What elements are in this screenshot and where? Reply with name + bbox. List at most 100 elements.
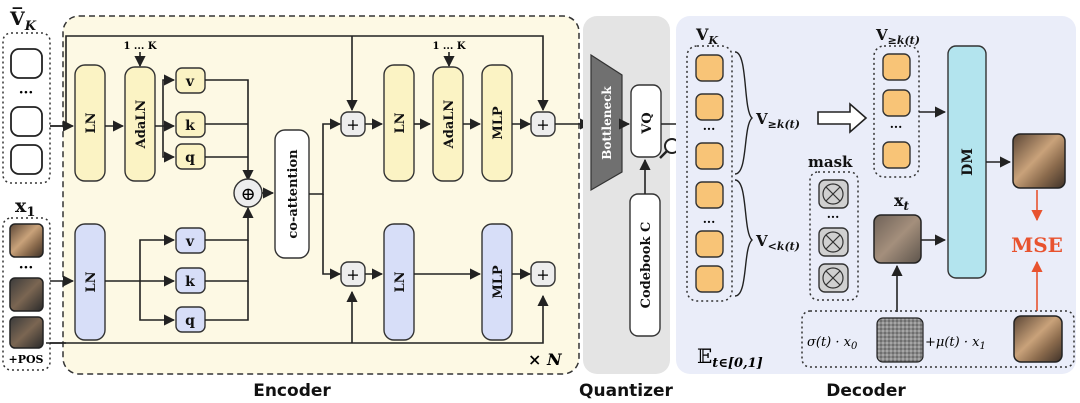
mask-token-2 (818, 227, 849, 257)
decoder-token-3 (695, 142, 724, 170)
mask-token-3 (818, 263, 849, 293)
lower-brace (734, 179, 754, 297)
bottleneck-block (590, 53, 623, 192)
adaln-cond-label-1: 1 ... K (123, 41, 156, 52)
adaln-to-q-arrow (162, 126, 176, 163)
plus-label-top-2: + (536, 115, 549, 134)
formula-left: σ(t) · x0 (807, 335, 858, 352)
ln-label-top-1: LN (84, 112, 99, 133)
vk-token-3 (10, 144, 43, 175)
decoder-token-1 (695, 54, 724, 82)
coattention-to-top-plus (309, 118, 342, 195)
plus-label-top-1: + (346, 115, 359, 134)
noise-image (876, 317, 924, 363)
vq-block (630, 84, 662, 158)
mask-label: mask (808, 153, 853, 171)
mask-frame (809, 171, 859, 301)
mse-label: MSE (1011, 233, 1063, 257)
mlp-block-top (481, 64, 513, 182)
decoder-section-label: Decoder (826, 381, 906, 401)
ln-label-bottom-2: LN (393, 271, 408, 292)
formula-right: +μ(t) · x1 (925, 335, 986, 352)
bottom-residual-line (46, 294, 549, 344)
bottleneck-label: Bottleneck (600, 86, 614, 160)
q-label-top: q (185, 150, 195, 166)
ln-label-top-2: LN (393, 112, 408, 133)
expectation-label: 𝔼t∈[0,1] (697, 344, 763, 371)
pos-label: +POS (8, 353, 43, 366)
decoder-token-2 (695, 93, 724, 121)
plus-label-bottom-2: + (536, 265, 549, 284)
top-v-dots: ··· (890, 120, 903, 134)
top-v-ge-label: V≥k(t) (875, 26, 920, 47)
decoder-vk-label: VK (695, 25, 718, 47)
quantizer-section-label: Quantizer (579, 381, 674, 401)
q-bottom-to-concat (205, 281, 249, 321)
v-ge-kt-label: V≥k(t) (755, 110, 800, 131)
coattention-to-bottom-plus (322, 194, 342, 280)
mlp-label-top: MLP (491, 106, 506, 140)
vk-token-1 (10, 48, 43, 79)
v-top-to-concat (205, 79, 254, 182)
ln-to-q-bottom (139, 281, 176, 326)
target-image (1013, 315, 1063, 363)
v-label-top: v (185, 74, 195, 90)
xt-noisy-image (873, 214, 922, 264)
top-residual-line (65, 35, 549, 126)
mlp-label-bottom: MLP (491, 265, 506, 299)
vk-input-dots: ··· (19, 85, 34, 101)
decoder-token-4 (695, 181, 724, 209)
decoder-token-5 (695, 230, 724, 258)
top-v-token-2 (882, 89, 911, 117)
encoder-section: Encoder × N LN 1 ... K AdaLN v k q ⊕ (46, 15, 592, 401)
x1-patch-image-1 (9, 223, 44, 258)
ln-block-bottom-1 (74, 223, 106, 341)
coattention-label: co-attention (286, 149, 301, 239)
plus-block-bottom-2 (530, 261, 556, 287)
magnifier-handle (659, 150, 668, 159)
x1-input-dots: ··· (19, 260, 34, 276)
top-v-token-1 (882, 53, 911, 81)
quantizer-section: Quantizer Bottleneck VQ Codebook C (579, 16, 690, 401)
k-label-top: k (185, 118, 195, 134)
ln-to-v-bottom (139, 234, 176, 281)
ln-block-top-2 (383, 64, 415, 182)
vk-input-label: V̅K (9, 8, 37, 34)
v-lt-kt-label: V<k(t) (755, 232, 800, 253)
decoder-token-dots-1: ··· (703, 122, 716, 136)
q-label-bottom: q (185, 313, 195, 329)
vk-input-group: V̅K ··· (2, 8, 51, 184)
adaln-to-v-arrow (162, 74, 176, 126)
codebook-label: Codebook C (639, 222, 654, 309)
mask-token-1 (818, 179, 849, 209)
vk-token-2 (10, 106, 43, 137)
hollow-arrow-icon (817, 102, 868, 134)
x1-input-label: x1 (15, 195, 35, 220)
adaln-block-1 (124, 66, 156, 182)
dm-label: DM (960, 148, 976, 176)
dm-output-image (1012, 133, 1066, 189)
x1-input-frame (2, 217, 51, 371)
adaln-label-1: AdaLN (134, 100, 149, 150)
top-v-token-3 (882, 141, 911, 169)
vq-label: VQ (640, 112, 655, 134)
decoder-token-6 (695, 265, 724, 293)
x1-patch-image-2 (9, 277, 44, 312)
vk-input-frame (2, 32, 51, 184)
repeat-n-label: × N (528, 350, 563, 369)
decoder-section: Decoder VK ··· ··· V≥k(t) V<k(t) V≥k(t) … (676, 16, 1076, 401)
ln-block-top-1 (74, 64, 106, 182)
x1-input-group: x1 ··· +POS (2, 195, 51, 371)
mask-dots: ··· (827, 210, 840, 224)
ln-block-bottom-2 (383, 223, 415, 341)
plus-label-bottom-1: + (346, 265, 359, 284)
adaln-cond-label-2: 1 ... K (432, 41, 465, 52)
v-label-bottom: v (185, 234, 195, 250)
ln-label-bottom-1: LN (84, 271, 99, 292)
upper-brace (734, 51, 754, 175)
xt-label: xt (894, 191, 910, 213)
x1-patch-image-3 (9, 316, 44, 349)
concat-operator-label: ⊕ (240, 184, 255, 205)
